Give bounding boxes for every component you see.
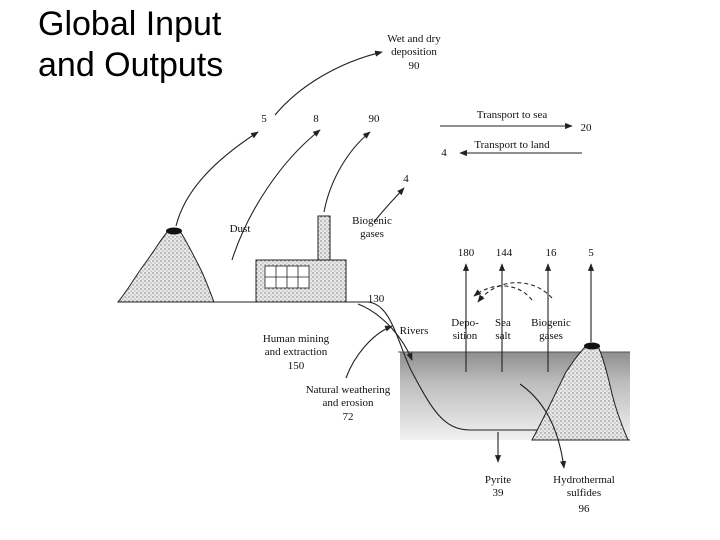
weathering-value: 72 xyxy=(343,411,354,423)
mining-label-2: and extraction xyxy=(265,346,328,358)
arrow-dust-up xyxy=(232,130,320,260)
arrow-recycle-2 xyxy=(478,283,552,302)
volcano-land xyxy=(118,228,214,303)
biogenic-sea-label-2: gases xyxy=(539,330,563,342)
transport-sea-value: 20 xyxy=(581,122,593,134)
rivers-label: Rivers xyxy=(400,325,429,337)
out-factory-value: 90 xyxy=(369,113,381,125)
weathering-label-2: and erosion xyxy=(322,397,374,409)
mining-label-1: Human mining xyxy=(263,333,330,345)
biogenic-in-value: 4 xyxy=(403,173,409,185)
seasalt-label-1: Sea xyxy=(495,317,511,329)
pyrite-value: 39 xyxy=(493,487,505,499)
wet-dry-value: 90 xyxy=(409,60,421,72)
transport-sea-label: Transport to sea xyxy=(477,109,548,121)
dust-label: Dust xyxy=(230,223,251,235)
deposition-label-2: sition xyxy=(453,330,478,342)
wet-dry-label-1: Wet and dry xyxy=(387,33,441,45)
out-volcano-value: 5 xyxy=(261,113,267,125)
hydrothermal-label-2: sulfides xyxy=(567,487,601,499)
ocean-144-value: 144 xyxy=(496,247,513,259)
hydrothermal-value: 96 xyxy=(579,503,591,515)
arrow-weathering xyxy=(346,326,392,378)
transport-land-label: Transport to land xyxy=(474,139,550,151)
seasalt-label-2: salt xyxy=(495,330,510,342)
ocean-16-value: 16 xyxy=(546,247,558,259)
hydrothermal-label-1: Hydrothermal xyxy=(553,474,615,486)
transport-land-value: 4 xyxy=(441,147,447,159)
arrow-factory-up xyxy=(324,132,370,212)
mining-value: 150 xyxy=(288,360,305,372)
pyrite-label: Pyrite xyxy=(485,474,511,486)
arrow-deposition-top xyxy=(275,52,382,115)
factory xyxy=(256,216,346,302)
ocean-5-value: 5 xyxy=(588,247,594,259)
rivers-value: 130 xyxy=(368,293,385,305)
arrow-recycle-1 xyxy=(474,286,532,300)
arrow-volcano-up xyxy=(176,132,258,226)
biogenic-land-label-2: gases xyxy=(360,228,384,240)
biogenic-sea-label-1: Biogenic xyxy=(531,317,571,329)
weathering-label-1: Natural weathering xyxy=(306,384,391,396)
deposition-label-1: Depo- xyxy=(451,317,479,329)
out-dust-value: 8 xyxy=(313,113,319,125)
wet-dry-label-2: deposition xyxy=(391,46,437,58)
ocean-180-value: 180 xyxy=(458,247,475,259)
biogenic-land-label-1: Biogenic xyxy=(352,215,392,227)
